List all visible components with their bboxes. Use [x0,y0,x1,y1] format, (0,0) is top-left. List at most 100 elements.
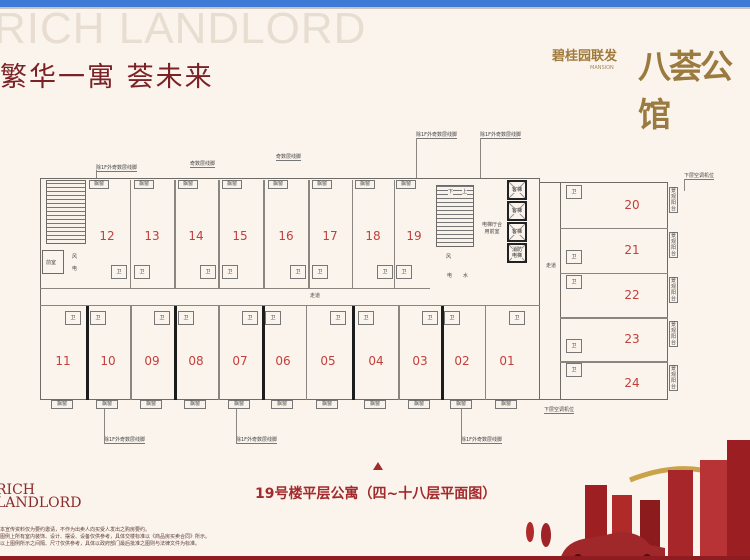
car-silhouette [560,532,665,560]
unit-number: 09 [144,354,160,368]
partition-wall [560,272,668,274]
partition-wall [218,180,220,288]
partition-wall [352,306,355,400]
callout-molding-5: 除1F外奇数层线脚 [236,437,278,444]
right-wing-corridor [540,182,562,400]
elevator-1: 客梯 [507,180,527,200]
partition-wall [398,306,400,400]
corridor-label: 走道 [546,263,557,269]
callout-molding-4: 除1F外奇数层线脚 [104,437,146,444]
partition-wall [351,180,353,288]
developer-logo: 碧桂园联发 [552,49,618,64]
unit-number: 03 [412,354,428,368]
fire-elevator-label: 消防电梯 [512,247,523,259]
stairwell-left [46,180,86,244]
elevator-3: 客梯 [507,222,527,242]
elevator-lobby-label: 电梯厅合用前室 [481,222,502,235]
callout-ac-bottom: 下层空调机位 [544,407,575,414]
bathroom: 卫 [509,311,525,325]
right-wing-outline [560,182,668,400]
unit-number: 23 [624,332,640,346]
fire-elevator: 消防电梯 [507,243,527,263]
callout-leader [684,179,685,191]
bay-window: 飘窗 [184,400,206,409]
city-skyline-illustration [0,440,750,560]
bay-window: 飘窗 [140,400,162,409]
unit-number: 18 [365,229,381,243]
person-silhouette [526,522,534,542]
bathroom: 卫 [90,311,106,325]
bay-window: 飘窗 [271,400,293,409]
bay-window: 飘窗 [312,180,332,189]
electric-shaft-core-label: 电 [447,273,453,279]
elevator-label: 客梯 [512,208,523,214]
unit-number: 20 [624,198,640,212]
bathroom: 卫 [396,265,412,279]
bottom-band [0,556,750,560]
corridor-wall-bottom [40,305,540,306]
unit-number: 06 [275,354,291,368]
callout-molding-1: 除1F外奇数层线脚 [96,165,138,172]
callout-leader [461,408,462,444]
partition-wall [560,317,668,319]
unit-number: 24 [624,376,640,390]
unit-number: 11 [55,354,71,368]
building-outline [40,178,540,400]
partition-wall [560,361,668,363]
bathroom: 卫 [200,265,216,279]
bathroom: 卫 [312,265,328,279]
balcony: 景观阳台 [669,277,678,303]
watermark-text: RICH LANDLORD [0,4,367,53]
bay-window: 飘窗 [228,400,250,409]
anteroom-label: 前室 [46,260,57,266]
bay-window: 飘窗 [316,400,338,409]
slogan: 繁华一寓 荟未来 [0,62,214,93]
bathroom: 卫 [222,265,238,279]
plan-title: 19号楼平层公寓（四~十八层平面图） [255,486,497,502]
partition-wall [441,306,444,400]
bay-window: 飘窗 [495,400,517,409]
bay-window: 飘窗 [89,180,109,189]
elevator-2: 客梯 [507,201,527,221]
bathroom: 卫 [154,311,170,325]
disclaimer: 本宣传资料仅为要约邀请，不作为出卖人向买受人发出之购房要约。 图例上所有室内装饰… [0,527,210,548]
elevator-label: 客梯 [512,229,523,235]
bathroom: 卫 [377,265,393,279]
electric-shaft-label: 电 [72,266,78,272]
bay-window: 飘窗 [450,400,472,409]
callout-molding-2: 除1F外奇数层线脚 [416,132,458,139]
balcony: 景观阳台 [669,232,678,258]
unit-number: 19 [406,229,422,243]
bay-window: 飘窗 [408,400,430,409]
bay-window: 飘窗 [222,180,242,189]
callout-ac-top: 下层空调机位 [684,173,715,180]
bathroom: 卫 [242,311,258,325]
balcony: 景观阳台 [669,365,678,391]
partition-wall [393,180,395,288]
callout-leader [480,138,481,178]
developer-logo-en: MANSION [590,65,614,71]
unit-number: 07 [232,354,248,368]
callout-leader [104,408,105,444]
partition-wall [174,180,176,288]
callout-leader [236,408,237,444]
bathroom: 卫 [134,265,150,279]
unit-number: 04 [368,354,384,368]
north-arrow-icon [373,462,383,470]
bay-window: 飘窗 [51,400,73,409]
unit-number: 01 [499,354,515,368]
bathroom: 卫 [566,250,582,264]
partition-wall [85,306,89,400]
bathroom: 卫 [111,265,127,279]
balcony: 景观阳台 [669,187,678,213]
bathroom: 卫 [422,311,438,325]
partition-wall [484,306,486,400]
partition-wall [218,306,220,400]
bathroom: 卫 [566,275,582,289]
partition-wall [560,227,668,229]
partition-wall [263,180,265,288]
building-silhouette [727,440,750,560]
building-silhouette [668,470,693,560]
unit-number: 05 [320,354,336,368]
